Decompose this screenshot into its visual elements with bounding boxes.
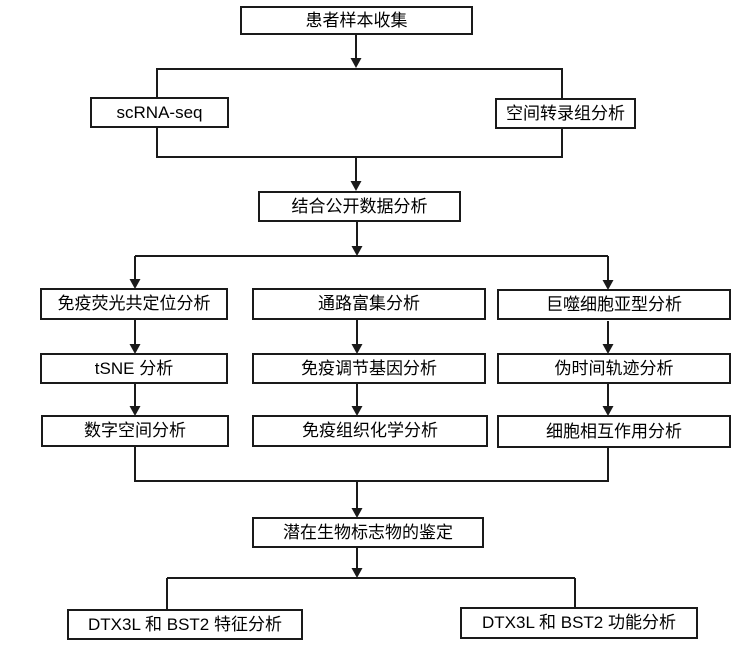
arrowhead: [351, 508, 363, 518]
arrowhead: [350, 181, 362, 191]
arrowhead: [351, 246, 363, 256]
node-label: scRNA-seq: [116, 102, 203, 122]
node-label: 患者样本收集: [305, 10, 408, 30]
arrowhead: [602, 344, 614, 354]
node-label: 免疫组织化学分析: [302, 421, 438, 440]
node-label: 免疫荧光共定位分析: [57, 294, 211, 313]
node-label: DTX3L 和 BST2 功能分析: [482, 613, 676, 632]
node-macrophage-subtype: 巨噬细胞亚型分析: [497, 289, 731, 320]
arrowhead: [602, 406, 614, 416]
node-digital-spatial: 数字空间分析: [41, 415, 229, 447]
arrowhead: [351, 344, 363, 354]
arrowhead: [351, 406, 363, 416]
node-label: DTX3L 和 BST2 特征分析: [88, 614, 282, 634]
node-label: 巨噬细胞亚型分析: [546, 294, 682, 314]
node-label: 空间转录组分析: [506, 103, 625, 123]
node-label: 数字空间分析: [84, 421, 186, 440]
arrowhead: [129, 344, 141, 354]
arrowhead: [350, 58, 362, 68]
arrowhead: [129, 406, 141, 416]
node-patient-sample: 患者样本收集: [240, 6, 473, 35]
node-pathway-enrichment: 通路富集分析: [252, 288, 486, 320]
node-label: 免疫调节基因分析: [301, 358, 437, 378]
node-immune-regulatory-genes: 免疫调节基因分析: [252, 353, 486, 384]
node-label: 结合公开数据分析: [291, 196, 428, 216]
node-biomarker-identification: 潜在生物标志物的鉴定: [252, 517, 484, 548]
node-tsne: tSNE 分析: [40, 353, 228, 384]
node-dtx3l-bst2-characterization: DTX3L 和 BST2 特征分析: [67, 609, 303, 640]
node-label: 伪时间轨迹分析: [554, 358, 674, 378]
arrowhead: [129, 279, 141, 289]
node-label: 细胞相互作用分析: [546, 421, 682, 441]
node-combined-public-data: 结合公开数据分析: [258, 191, 461, 222]
node-immunofluorescence: 免疫荧光共定位分析: [40, 288, 228, 320]
node-label: 通路富集分析: [318, 294, 420, 313]
node-label: 潜在生物标志物的鉴定: [283, 522, 453, 542]
arrowhead: [351, 568, 363, 578]
node-cell-interaction: 细胞相互作用分析: [497, 415, 731, 448]
node-dtx3l-bst2-function: DTX3L 和 BST2 功能分析: [460, 607, 698, 639]
arrowhead: [602, 280, 614, 290]
node-pseudotime: 伪时间轨迹分析: [497, 353, 731, 384]
node-immunohistochemistry: 免疫组织化学分析: [252, 415, 488, 447]
node-spatial-transcriptomics: 空间转录组分析: [495, 98, 636, 129]
node-label: tSNE 分析: [94, 358, 174, 378]
node-scrna-seq: scRNA-seq: [90, 97, 229, 128]
